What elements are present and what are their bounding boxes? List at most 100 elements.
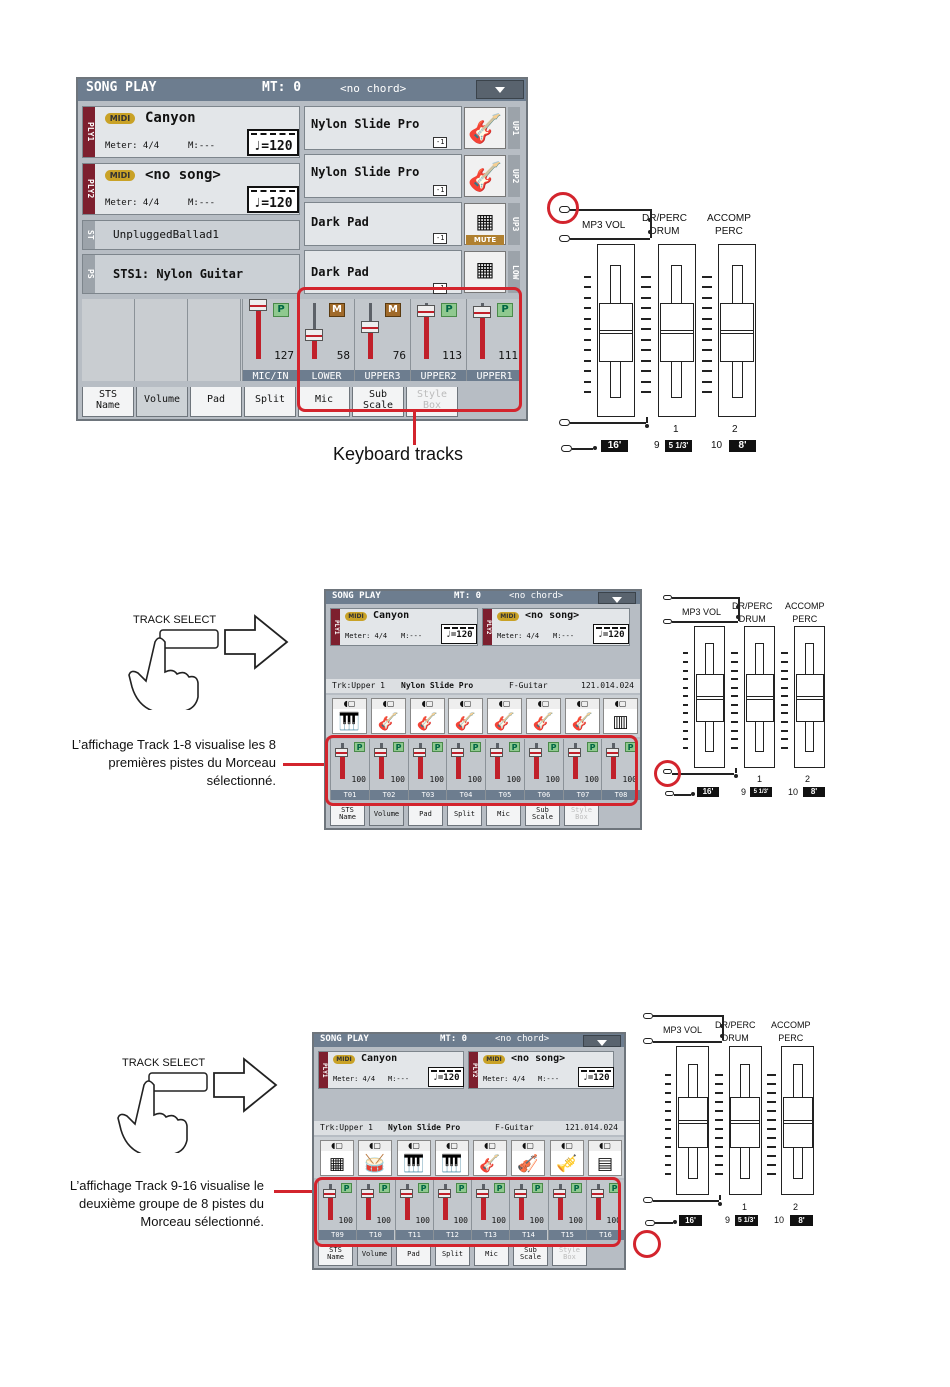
tab-pad[interactable]: Pad <box>190 387 242 417</box>
volume-fader[interactable] <box>529 748 542 757</box>
speaker-icon[interactable]: ◖▢ <box>449 699 482 709</box>
volume-fader[interactable] <box>374 748 387 757</box>
volume-fader[interactable] <box>451 748 464 757</box>
drum-slider[interactable] <box>730 1097 760 1148</box>
speaker-icon[interactable]: ◖▢ <box>411 699 444 709</box>
speaker-icon[interactable]: ◖▢ <box>512 1141 544 1151</box>
play-button[interactable]: P <box>548 742 559 752</box>
tab-style-box[interactable]: Style Box <box>552 1246 587 1266</box>
switch-led[interactable] <box>561 445 572 452</box>
tab-mic[interactable]: Mic <box>474 1246 509 1266</box>
switch-led[interactable] <box>645 1220 655 1226</box>
play-button[interactable]: P <box>341 1183 352 1193</box>
play-button[interactable]: P <box>470 742 481 752</box>
player2-tempo[interactable]: ♩=120 <box>593 624 629 644</box>
switch-led[interactable] <box>643 1197 653 1203</box>
tab-sts-name[interactable]: STS Name <box>318 1246 353 1266</box>
play-button[interactable]: P <box>571 1183 582 1193</box>
tab-style-box[interactable]: Style Box <box>564 806 599 826</box>
speaker-icon[interactable]: ◖▢ <box>359 1141 391 1151</box>
volume-fader[interactable] <box>335 748 348 757</box>
tab-sub-scale[interactable]: Sub Scale <box>525 806 560 826</box>
tab-sts-name[interactable]: STS Name <box>330 806 365 826</box>
volume-fader[interactable] <box>490 748 503 757</box>
mp3-volume-slider[interactable] <box>696 674 724 722</box>
play-button[interactable]: P <box>497 303 513 317</box>
sound-upper2[interactable]: Nylon Slide Pro -1 <box>304 154 462 198</box>
tab-volume[interactable]: Volume <box>369 806 404 826</box>
play-button[interactable]: P <box>494 1183 505 1193</box>
play-button[interactable]: P <box>273 303 289 317</box>
player2-tempo[interactable]: ♩=120 <box>578 1067 614 1087</box>
switch-led[interactable] <box>559 419 570 426</box>
volume-fader[interactable] <box>606 748 619 757</box>
play-button[interactable]: P <box>441 303 457 317</box>
accomp-slider[interactable] <box>783 1097 813 1148</box>
speaker-icon[interactable]: ◖▢ <box>488 699 521 709</box>
accomp-slider[interactable] <box>720 303 754 362</box>
play-button[interactable]: P <box>587 742 598 752</box>
tab-mic[interactable]: Mic <box>486 806 521 826</box>
speaker-icon[interactable]: ◖▢ <box>333 699 366 709</box>
speaker-icon[interactable]: ◖▢ <box>321 1141 353 1151</box>
mute-button[interactable]: M <box>329 303 345 317</box>
drum-slider[interactable] <box>660 303 694 362</box>
speaker-icon[interactable]: ◖▢ <box>604 699 637 709</box>
play-button[interactable]: P <box>432 742 443 752</box>
tab-split[interactable]: Split <box>435 1246 470 1266</box>
speaker-icon[interactable]: ◖▢ <box>589 1141 621 1151</box>
volume-fader[interactable] <box>413 748 426 757</box>
mute-button[interactable]: M <box>385 303 401 317</box>
switch-led[interactable] <box>643 1038 653 1044</box>
switch-led[interactable] <box>643 1013 653 1019</box>
volume-fader[interactable] <box>568 748 581 757</box>
volume-fader[interactable] <box>400 1189 413 1198</box>
drum-slider[interactable] <box>746 674 774 722</box>
player2-tempo[interactable]: ♩=120 <box>247 186 299 213</box>
switch-led[interactable] <box>663 619 672 624</box>
volume-fader[interactable] <box>514 1189 527 1198</box>
switch-led[interactable] <box>559 235 570 242</box>
switch-led[interactable] <box>663 595 672 600</box>
volume-fader[interactable] <box>305 329 323 341</box>
page-menu-button[interactable] <box>598 592 636 604</box>
tab-volume[interactable]: Volume <box>136 387 188 417</box>
tab-pad[interactable]: Pad <box>396 1246 431 1266</box>
speaker-icon[interactable]: ◖▢ <box>372 699 405 709</box>
page-menu-button[interactable] <box>583 1035 621 1047</box>
play-button[interactable]: P <box>532 1183 543 1193</box>
volume-fader[interactable] <box>438 1189 451 1198</box>
volume-fader[interactable] <box>361 1189 374 1198</box>
tab-split[interactable]: Split <box>244 387 296 417</box>
volume-fader[interactable] <box>361 321 379 333</box>
tab-pad[interactable]: Pad <box>408 806 443 826</box>
page-menu-button[interactable] <box>476 80 524 99</box>
speaker-icon[interactable]: ◖▢ <box>551 1141 583 1151</box>
play-button[interactable]: P <box>418 1183 429 1193</box>
tab-sub-scale[interactable]: Sub Scale <box>513 1246 548 1266</box>
player1-pane[interactable]: PLY1 MIDI Canyon Meter: 4/4 M:--- ♩=120 <box>82 106 300 158</box>
volume-fader[interactable] <box>476 1189 489 1198</box>
play-button[interactable]: P <box>354 742 365 752</box>
tab-split[interactable]: Split <box>447 806 482 826</box>
player1-tempo[interactable]: ♩=120 <box>428 1067 464 1087</box>
player2-pane[interactable]: PLY2 MIDI <no song> Meter: 4/4 M:--- ♩=1… <box>82 163 300 215</box>
speaker-icon[interactable]: ◖▢ <box>398 1141 430 1151</box>
play-button[interactable]: P <box>379 1183 390 1193</box>
play-button[interactable]: P <box>393 742 404 752</box>
style-pane[interactable]: ST UnpluggedBallad1 <box>82 220 300 250</box>
switch-led[interactable] <box>665 791 674 796</box>
tab-sts-name[interactable]: STS Name <box>82 387 134 417</box>
volume-fader[interactable] <box>249 299 267 311</box>
accomp-slider[interactable] <box>796 674 824 722</box>
volume-fader[interactable] <box>591 1189 604 1198</box>
player1-tempo[interactable]: ♩=120 <box>441 624 477 644</box>
speaker-icon[interactable]: ◖▢ <box>474 1141 506 1151</box>
performance-pane[interactable]: PS STS1: Nylon Guitar <box>82 254 300 294</box>
volume-fader[interactable] <box>553 1189 566 1198</box>
speaker-icon[interactable]: ◖▢ <box>566 699 599 709</box>
sound-upper1[interactable]: Nylon Slide Pro -1 <box>304 106 462 150</box>
tab-mic[interactable]: Mic <box>298 387 350 417</box>
